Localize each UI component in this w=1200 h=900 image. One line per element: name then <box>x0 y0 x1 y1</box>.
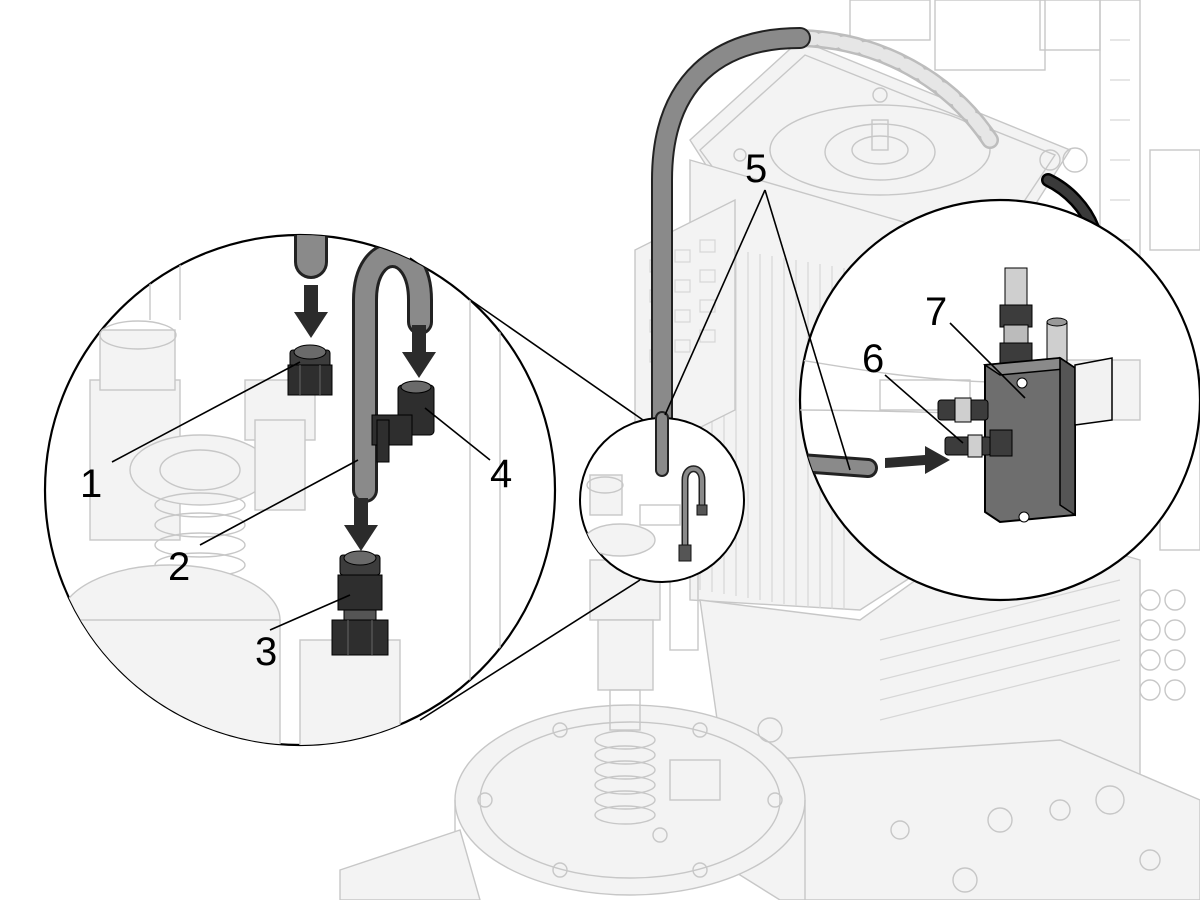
callout-labels: 1 2 3 4 5 6 7 <box>80 147 947 674</box>
left-zoom-circle <box>43 233 644 747</box>
arrow-right-icon <box>885 446 950 474</box>
small-detail-circle <box>579 411 745 583</box>
callout-4: 4 <box>490 452 512 496</box>
callout-2: 2 <box>168 545 190 589</box>
callout-5: 5 <box>745 147 767 191</box>
callout-6: 6 <box>862 337 884 381</box>
arrow-down-icon <box>344 498 378 551</box>
arrow-down-icon <box>402 325 436 378</box>
right-zoom-circle <box>798 198 1200 602</box>
arrow-down-icon <box>294 285 328 338</box>
main-hose <box>651 27 811 476</box>
callout-7: 7 <box>925 290 947 334</box>
callout-1: 1 <box>80 462 102 506</box>
callout-3: 3 <box>255 630 277 674</box>
